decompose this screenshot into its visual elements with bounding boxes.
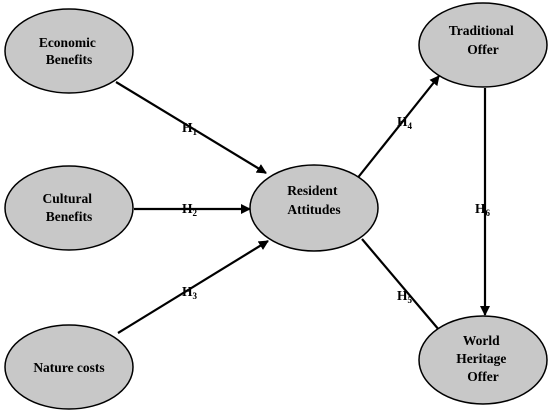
node-resident-attitudes: Resident Attitudes <box>249 164 379 252</box>
node-traditional-offer-shape <box>418 2 548 88</box>
node-resident-attitudes-label: Resident Attitudes <box>287 183 341 217</box>
node-world-heritage-offer-label: World Heritage Offer <box>456 333 510 384</box>
node-nature-costs-shape <box>4 324 134 410</box>
node-traditional-offer-label: Traditional Offer <box>449 23 517 57</box>
edges <box>115 75 490 338</box>
node-economic-benefits: Economic Benefits <box>4 8 134 94</box>
node-nature-costs-label: Nature costs <box>33 360 104 375</box>
node-nature-costs: Nature costs <box>4 324 134 410</box>
node-world-heritage-offer: World Heritage Offer <box>418 315 548 405</box>
edge-label-h6: H6 <box>475 201 491 218</box>
edge-label-h1: H1 <box>182 120 198 137</box>
edge-label-h5: H5 <box>397 288 413 305</box>
node-economic-benefits-label: Economic Benefits <box>39 35 99 67</box>
edge-label-h4: H4 <box>397 114 413 131</box>
edge-h1-arrow <box>115 81 267 174</box>
node-cultural-benefits-shape <box>4 165 134 251</box>
edge-h4-arrow <box>355 75 440 181</box>
node-cultural-benefits: Cultural Benefits <box>4 165 134 251</box>
node-world-heritage-offer-shape <box>418 315 548 405</box>
node-cultural-benefits-label: Cultural Benefits <box>43 191 96 224</box>
node-traditional-offer: Traditional Offer <box>418 2 548 88</box>
edge-labels: H1 H2 H3 H4 H5 H6 <box>182 114 491 305</box>
edge-label-h2: H2 <box>182 201 198 218</box>
edge-h5-arrow <box>361 238 446 338</box>
edge-h3-arrow <box>117 240 269 334</box>
node-economic-benefits-shape <box>4 8 134 94</box>
edge-label-h3: H3 <box>182 284 198 301</box>
node-resident-attitudes-shape <box>249 164 379 252</box>
